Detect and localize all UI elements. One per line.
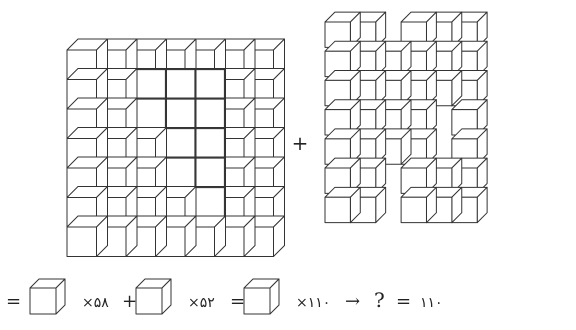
cube	[165, 98, 196, 129]
cube	[165, 128, 196, 159]
cube-front-face	[165, 129, 195, 159]
equation-result: ۱۱۰	[420, 295, 443, 311]
cube	[30, 279, 65, 314]
cube-front-face	[244, 288, 270, 314]
cube-front-face	[325, 197, 350, 222]
cube	[244, 279, 279, 314]
equation-plus: +	[122, 291, 137, 312]
cube	[136, 98, 167, 129]
cube	[67, 216, 108, 257]
cube-front-face	[195, 158, 225, 188]
cube	[195, 98, 226, 129]
equation-term-3: ×۱۱۰	[296, 295, 330, 311]
cube	[195, 157, 226, 188]
cube-front-face	[136, 70, 166, 100]
cube	[325, 187, 360, 222]
equation-question-mark: ?	[374, 288, 385, 312]
cube	[136, 279, 171, 314]
cube	[401, 187, 436, 222]
unit-cube-icon	[30, 279, 65, 314]
unit-cube-icon	[244, 279, 279, 314]
equation-arrow: →	[345, 291, 360, 312]
cube-front-face	[165, 158, 195, 188]
equation-equals-1: =	[6, 291, 21, 312]
cube-front-face	[165, 70, 195, 100]
equation-term-1: ×۵۸	[82, 295, 109, 311]
cube-front-face	[30, 288, 56, 314]
cube	[165, 69, 196, 100]
unit-cube-icon	[136, 279, 171, 314]
cube-front-face	[165, 99, 195, 129]
cube-front-face	[195, 129, 225, 159]
figure-plus-sign: +	[292, 131, 309, 155]
cube	[195, 128, 226, 159]
cube	[195, 69, 226, 100]
cube-front-face	[401, 197, 426, 222]
equation-term-2: ×۵۲	[188, 295, 215, 311]
cube-front-face	[195, 70, 225, 100]
cube-front-face	[195, 188, 225, 218]
right-cube-structure	[325, 12, 487, 223]
left-cube-structure	[67, 39, 285, 257]
cube	[165, 157, 196, 188]
equation-equals-3: =	[396, 291, 411, 312]
cube-front-face	[136, 288, 162, 314]
cube	[136, 69, 167, 100]
cube-front-face	[136, 99, 166, 129]
cube	[195, 187, 226, 218]
equation-equals-2: =	[230, 291, 245, 312]
equation-row: = ×۵۸ + ×۵۲ = ×۱۱۰ → ? = ۱۱۰	[6, 279, 443, 314]
cube-front-face	[67, 227, 97, 257]
cube-front-face	[195, 99, 225, 129]
